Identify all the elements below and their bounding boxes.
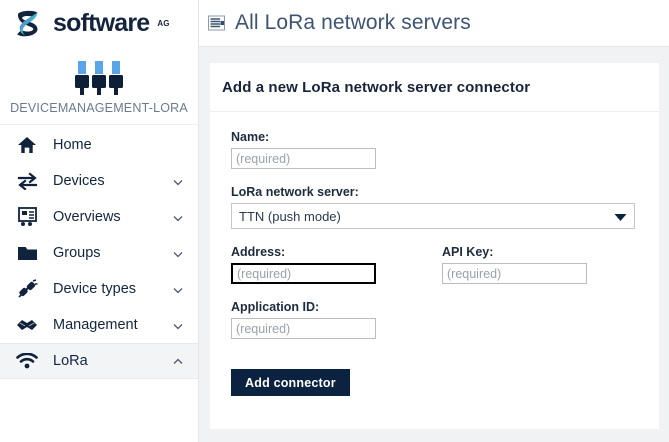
add-connector-card: Add a new LoRa network server connector …: [210, 63, 659, 429]
sidebar-nav: Home Devices: [0, 125, 198, 379]
device-types-plug-icon: [16, 278, 38, 300]
field-application-id: Application ID:: [231, 300, 659, 339]
chevron-down-icon[interactable]: [172, 211, 184, 223]
sidebar-item-groups[interactable]: Groups: [0, 235, 198, 271]
chevron-down-icon[interactable]: [172, 283, 184, 295]
sidebar-item-overviews[interactable]: Overviews: [0, 199, 198, 235]
page-title: All LoRa network servers: [235, 11, 471, 34]
sidebar-item-lora[interactable]: LoRa: [0, 343, 198, 379]
field-name: Name:: [231, 130, 659, 169]
network-server-selected-value: TTN (push mode): [239, 208, 341, 224]
field-address: Address:: [231, 245, 442, 284]
lora-signal-icon: [16, 350, 38, 372]
network-server-label: LoRa network server:: [231, 185, 359, 199]
software-ag-s-logo-icon: [17, 10, 38, 36]
sidebar-item-label: Device types: [53, 281, 137, 297]
sidebar: software AG DEVICEMANAGEMENT-LORA: [0, 0, 199, 442]
card-body: Name: LoRa network server: TTN (push mod…: [210, 112, 659, 396]
sidebar-item-label: Management: [53, 317, 138, 333]
tenant-block: DEVICEMANAGEMENT-LORA: [0, 47, 198, 125]
chevron-down-icon[interactable]: [172, 319, 184, 331]
sidebar-item-label: Home: [53, 137, 92, 153]
card-header: Add a new LoRa network server connector: [210, 63, 659, 112]
name-input[interactable]: [231, 148, 376, 169]
sidebar-item-device-types[interactable]: Device types: [0, 271, 198, 307]
sidebar-item-label: Devices: [53, 173, 105, 189]
application-id-input[interactable]: [231, 318, 376, 339]
home-icon: [16, 134, 38, 156]
groups-folder-icon: [16, 242, 38, 264]
sidebar-item-management[interactable]: Management: [0, 307, 198, 343]
sidebar-item-label: LoRa: [53, 353, 88, 369]
name-label: Name:: [231, 130, 270, 144]
sidebar-item-devices[interactable]: Devices: [0, 163, 198, 199]
field-network-server: LoRa network server: TTN (push mode): [231, 185, 659, 229]
overviews-presentation-icon: [16, 206, 38, 228]
device-management-plugs-icon: [75, 61, 123, 95]
sidebar-item-home[interactable]: Home: [0, 127, 198, 163]
card-title: Add a new LoRa network server connector: [222, 79, 531, 96]
address-input[interactable]: [231, 263, 376, 284]
management-handshake-icon: [16, 314, 38, 336]
api-key-input[interactable]: [442, 263, 587, 284]
field-api-key: API Key:: [442, 245, 587, 284]
application-id-label: Application ID:: [231, 300, 320, 314]
devices-transfer-icon: [16, 170, 38, 192]
chevron-up-icon[interactable]: [172, 355, 184, 367]
brand-logo[interactable]: software AG: [0, 0, 198, 47]
address-label: Address:: [231, 245, 286, 259]
brand-name: software: [53, 9, 150, 37]
top-header: All LoRa network servers: [199, 0, 669, 47]
chevron-down-icon[interactable]: [172, 175, 184, 187]
add-connector-button[interactable]: Add connector: [231, 369, 350, 396]
chevron-down-icon[interactable]: [172, 247, 184, 259]
main-area: All LoRa network servers Add a new LoRa …: [199, 0, 669, 442]
list-view-icon[interactable]: [207, 14, 225, 32]
content-area: Add a new LoRa network server connector …: [199, 47, 669, 442]
brand-superscript: AG: [157, 19, 170, 28]
field-row-address-apikey: Address: API Key:: [231, 245, 659, 284]
api-key-label: API Key:: [442, 245, 494, 259]
tenant-name: DEVICEMANAGEMENT-LORA: [10, 101, 188, 115]
sidebar-item-label: Overviews: [53, 209, 121, 225]
sidebar-item-label: Groups: [53, 245, 101, 261]
network-server-select[interactable]: TTN (push mode): [231, 203, 635, 229]
